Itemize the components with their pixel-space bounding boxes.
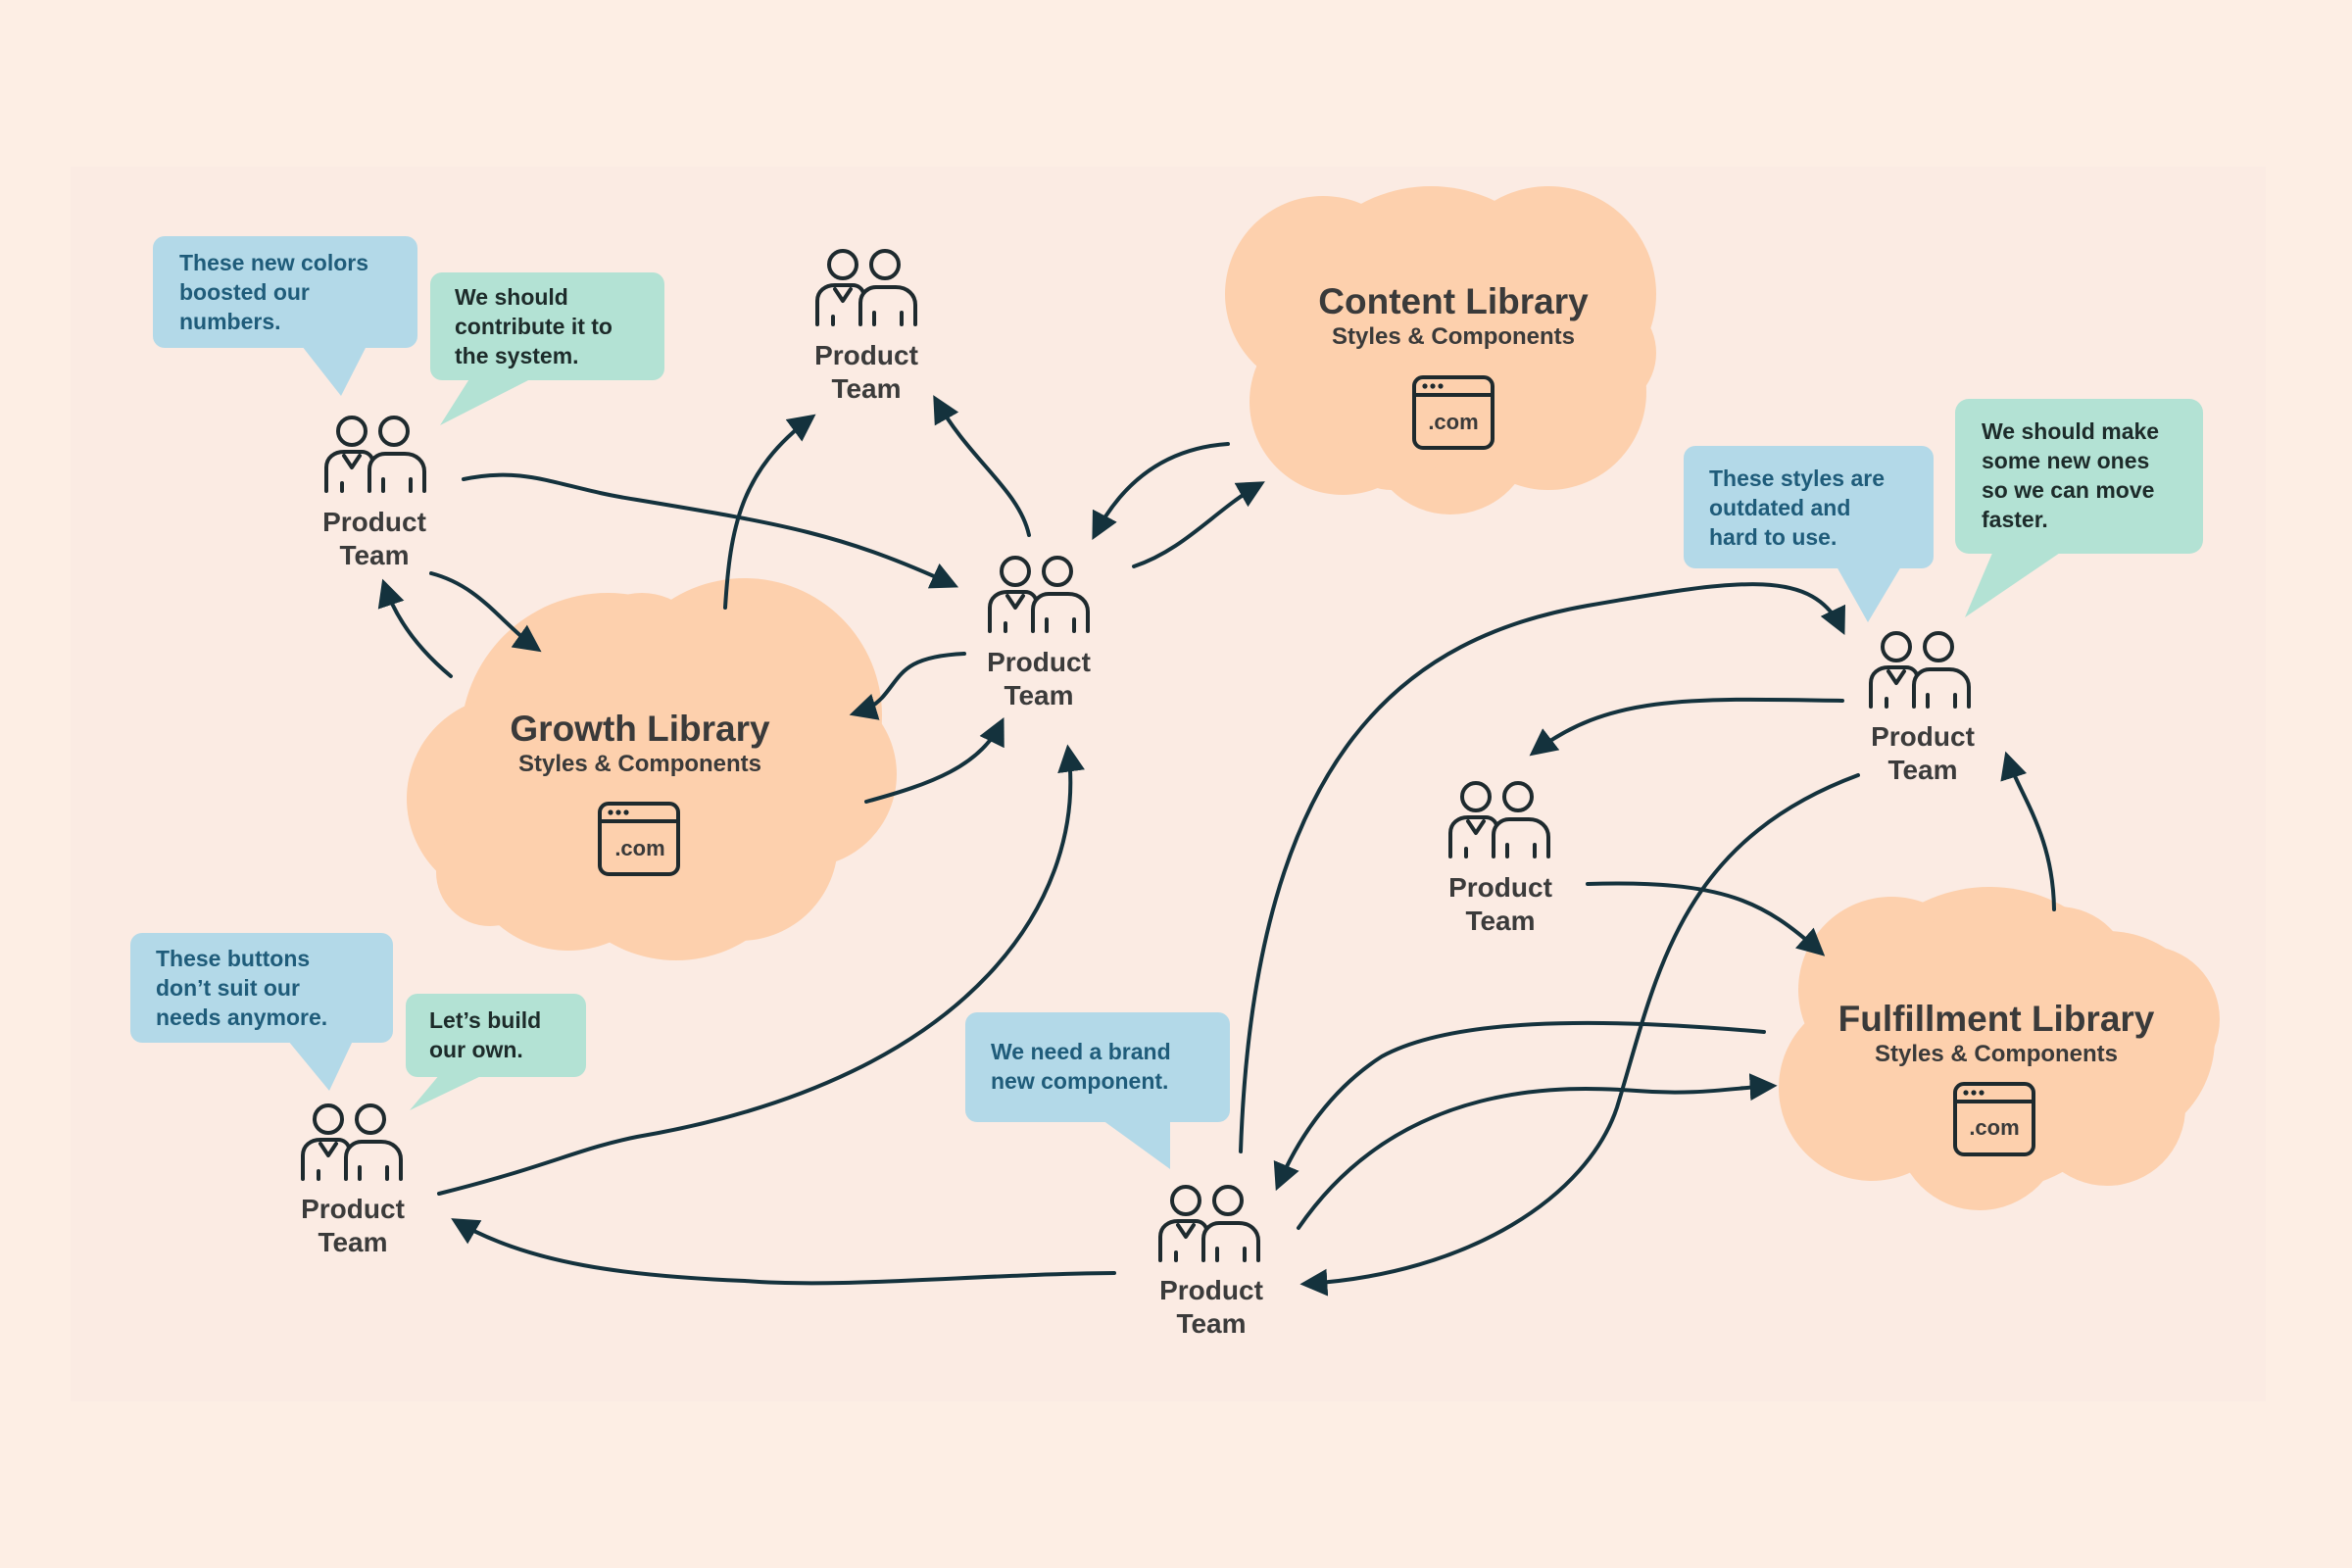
arrow-center-to-content — [1132, 481, 1265, 568]
growth-library-title: Growth Library — [510, 709, 770, 749]
team-icon-top-left — [324, 416, 426, 493]
bubble-text-b7: We need a brand new component. — [991, 1039, 1171, 1094]
arrow-bottomcenter-to-bottomleft — [451, 1218, 1116, 1286]
team-icon-right-middle — [1448, 781, 1550, 858]
arrow-topleft-to-center — [462, 472, 959, 589]
content-library-cloud — [1225, 186, 1656, 514]
arrow-bottomcenter-to-righttop — [1239, 582, 1845, 1153]
speech-bubble-b4 — [1955, 399, 2203, 617]
team-label-top-left: Product Team — [322, 507, 426, 570]
arrow-center-to-topcenter — [933, 395, 1031, 537]
team-label-top-center: Product Team — [814, 340, 918, 404]
content-browser-label: .com — [1428, 410, 1479, 434]
bubble-text-b1: These new colors boosted our numbers. — [179, 250, 369, 334]
fulfillment-library-subtitle: Styles & Components — [1874, 1041, 2119, 1067]
arrow-fulfillment-to-bottomcenter — [1273, 1020, 1766, 1192]
content-library-title: Content Library — [1318, 281, 1589, 321]
arrow-center-to-growth — [849, 652, 966, 720]
team-label-center: Product Team — [987, 647, 1091, 710]
growth-library-subtitle: Styles & Components — [517, 751, 762, 777]
arrow-righttop-to-bottomcenter — [1299, 773, 1860, 1297]
fulfillment-library-title: Fulfillment Library — [1838, 999, 2155, 1039]
bubble-text-b6: Let’s build our own. — [429, 1007, 542, 1062]
team-label-right-top: Product Team — [1871, 721, 1975, 785]
team-label-bottom-center: Product Team — [1159, 1275, 1263, 1339]
arrow-topleft-to-growth — [429, 571, 542, 653]
arrow-righttop-to-rightmiddle — [1529, 697, 1844, 757]
arrow-fulfillment-to-righttop — [2000, 751, 2056, 911]
arrow-growth-to-topcenter — [723, 414, 816, 610]
team-label-right-middle: Product Team — [1448, 872, 1552, 936]
growth-library-cloud — [407, 578, 897, 960]
speech-bubble-b2 — [430, 272, 664, 425]
bubble-text-b4: We should make some new ones so we can m… — [1982, 418, 2160, 532]
bubble-text-b3: These styles are outdated and hard to us… — [1709, 466, 1886, 550]
arrow-growth-to-topleft — [377, 578, 453, 678]
bubble-text-b2: We should contribute it to the system. — [455, 284, 612, 368]
team-label-bottom-left: Product Team — [301, 1194, 405, 1257]
team-icon-bottom-center — [1158, 1185, 1260, 1262]
team-icon-top-center — [815, 249, 917, 326]
content-library-subtitle: Styles & Components — [1331, 323, 1576, 350]
arrow-bottomleft-to-center — [437, 744, 1085, 1196]
growth-browser-label: .com — [614, 836, 665, 860]
fulfillment-browser-label: .com — [1969, 1115, 2020, 1140]
arrow-growth-to-center — [864, 716, 1004, 804]
arrow-content-to-center — [1092, 442, 1230, 540]
speech-bubble-b5 — [130, 933, 393, 1091]
team-icon-right-top — [1869, 631, 1971, 709]
fulfillment-library-cloud — [1779, 887, 2220, 1210]
speech-bubble-b3 — [1684, 446, 1934, 622]
bubble-text-b5: These buttons don’t suit our needs anymo… — [156, 946, 328, 1030]
arrow-rightmiddle-to-fulfillment — [1586, 881, 1826, 956]
speech-bubble-b7 — [965, 1012, 1230, 1169]
arrow-bottomcenter-to-fulfillment — [1297, 1073, 1778, 1230]
team-icon-center — [988, 556, 1090, 633]
speech-bubble-b1 — [153, 236, 417, 396]
speech-bubble-b6 — [406, 994, 586, 1110]
team-icon-bottom-left — [301, 1103, 403, 1181]
